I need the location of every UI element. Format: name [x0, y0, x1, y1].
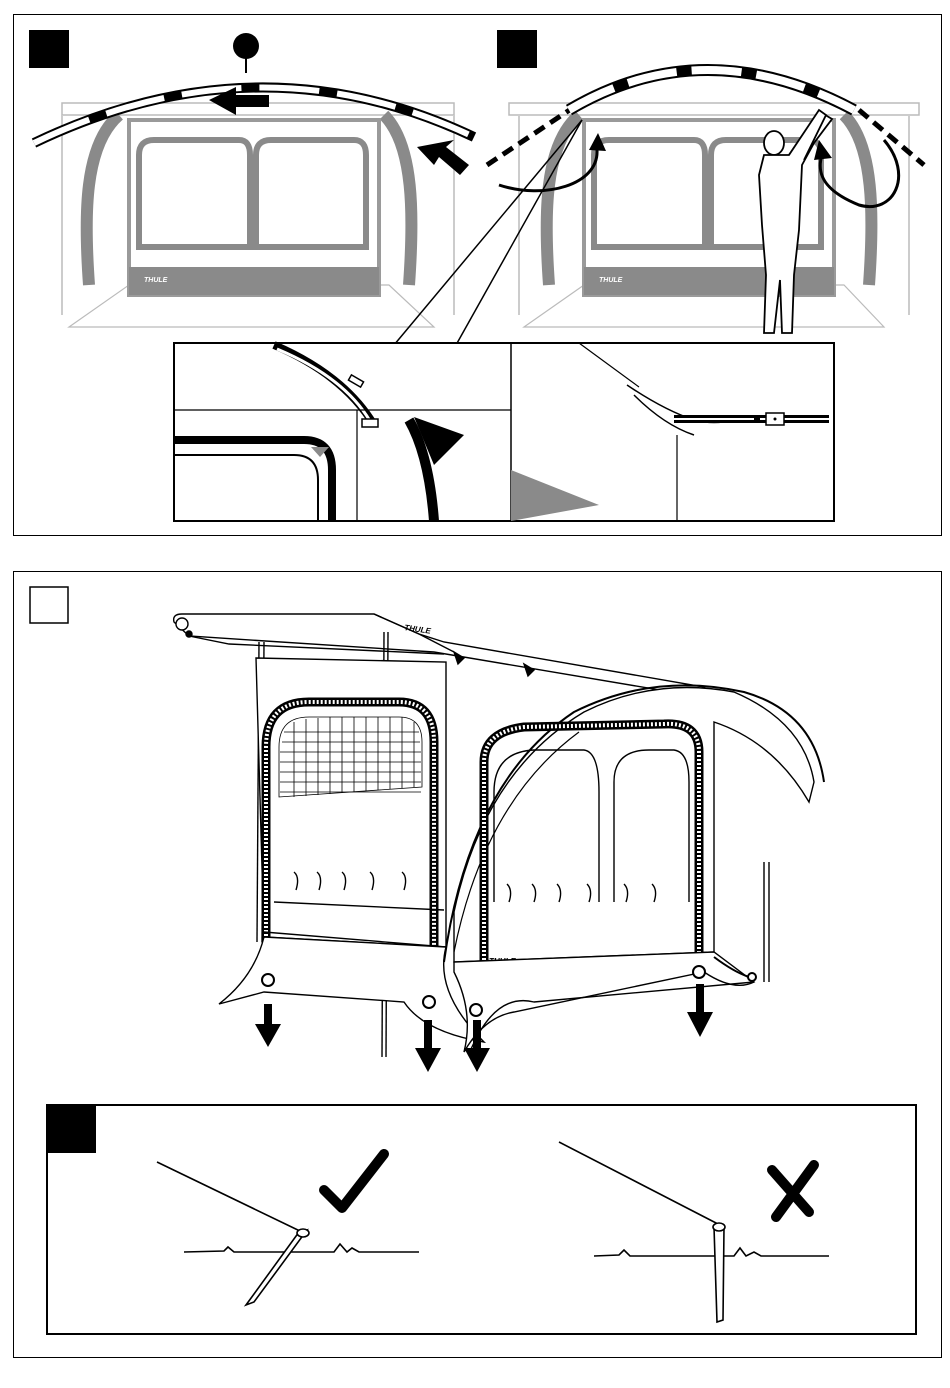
- right-tent-drawing: THULE: [394, 70, 924, 345]
- arrow-icon: [687, 984, 713, 1037]
- mesh-window: [279, 717, 422, 797]
- peg-inset: [47, 1105, 916, 1334]
- awning-tent-drawing: THULE THULE: [174, 614, 824, 1057]
- top-instruction-panel: THULE THULE: [13, 14, 942, 536]
- numbered-dot: [233, 33, 259, 59]
- step-c-label-square: [30, 587, 68, 623]
- bottom-instruction-panel: THULE THULE: [13, 571, 942, 1358]
- bottom-panel-illustration: THULE THULE: [14, 572, 943, 1359]
- step-a-label-square: [29, 30, 69, 68]
- arrow-icon: [417, 140, 469, 175]
- logo-text-left-tent: THULE: [144, 277, 168, 284]
- logo-text-right-tent: THULE: [599, 277, 623, 284]
- arrow-icon: [255, 1004, 281, 1047]
- step-d-label-square: [47, 1105, 96, 1153]
- detail-inset: [174, 343, 834, 521]
- step-b-label-square: [497, 30, 537, 68]
- top-panel-illustration: THULE THULE: [14, 15, 943, 537]
- left-tent-drawing: THULE: [34, 33, 474, 327]
